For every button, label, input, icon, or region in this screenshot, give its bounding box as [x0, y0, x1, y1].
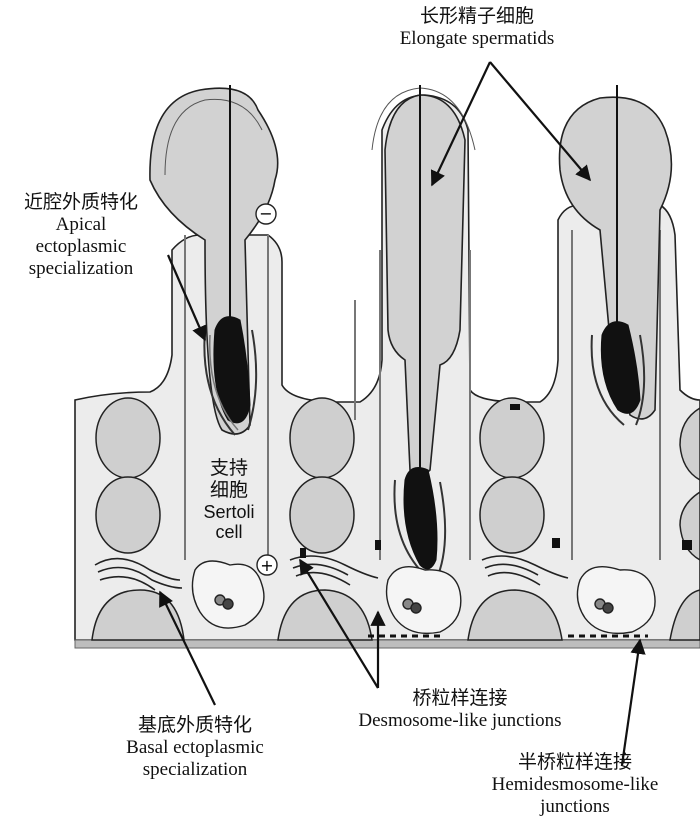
label-basal-ectoplasmic: 基底外质特化 Basal ectoplasmic specialization — [126, 714, 264, 780]
elongate-spermatid-middle — [371, 85, 476, 581]
plus-charge-icon: + — [256, 554, 278, 576]
label-hemidesmosome-like-junctions: 半桥粒样连接 Hemidesmosome-like junctions — [491, 751, 659, 817]
desmosome-like-junction-marks — [300, 404, 692, 558]
label-desmosome-like-junctions: 桥粒样连接 Desmosome-like junctions — [358, 687, 562, 731]
pointer-arrows — [159, 61, 646, 766]
label-apical-ectoplasmic: 近腔外质特化 Apical ectoplasmic specialization — [23, 191, 138, 279]
elongate-spermatid-left: − — [149, 85, 279, 436]
label-elongate-spermatids: 长形精子细胞 Elongate spermatids — [399, 5, 555, 49]
svg-text:+: + — [260, 556, 273, 575]
sertoli-membrane-lines — [184, 230, 661, 560]
sertoli-nuclei — [191, 560, 656, 635]
minus-charge-icon: − — [259, 204, 272, 223]
basement-membrane — [74, 639, 700, 649]
label-sertoli-cell: 支持 细胞 Sertoli cell — [203, 457, 255, 543]
